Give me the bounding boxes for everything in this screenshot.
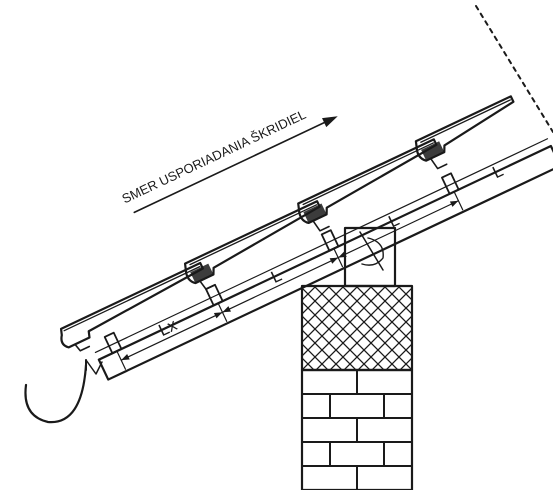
counter-batten-line [94,138,549,354]
rafter [97,144,553,381]
roof-slope-assembly: Lx L L L SMER USPORIADANIA ŠKRIDIEL [59,95,553,381]
direction-label: SMER USPORIADANIA ŠKRIDIEL [120,107,309,207]
roof-tile [59,261,204,352]
gutter [24,359,103,424]
dimension-label-lx: Lx [156,315,181,340]
roof-tiles [59,95,515,352]
dimension-label-l: L [489,161,506,182]
batten [103,331,123,355]
ridge-line [475,5,553,133]
roof-tile [414,95,515,170]
dimension-label-l: L [268,266,285,287]
masonry-wall [300,226,414,490]
wall-hatched-section [302,286,412,370]
direction-arrow [133,119,330,214]
batten [441,172,460,195]
arrow-head-icon [322,116,338,128]
roof-tile [183,200,321,290]
batten [320,229,340,252]
